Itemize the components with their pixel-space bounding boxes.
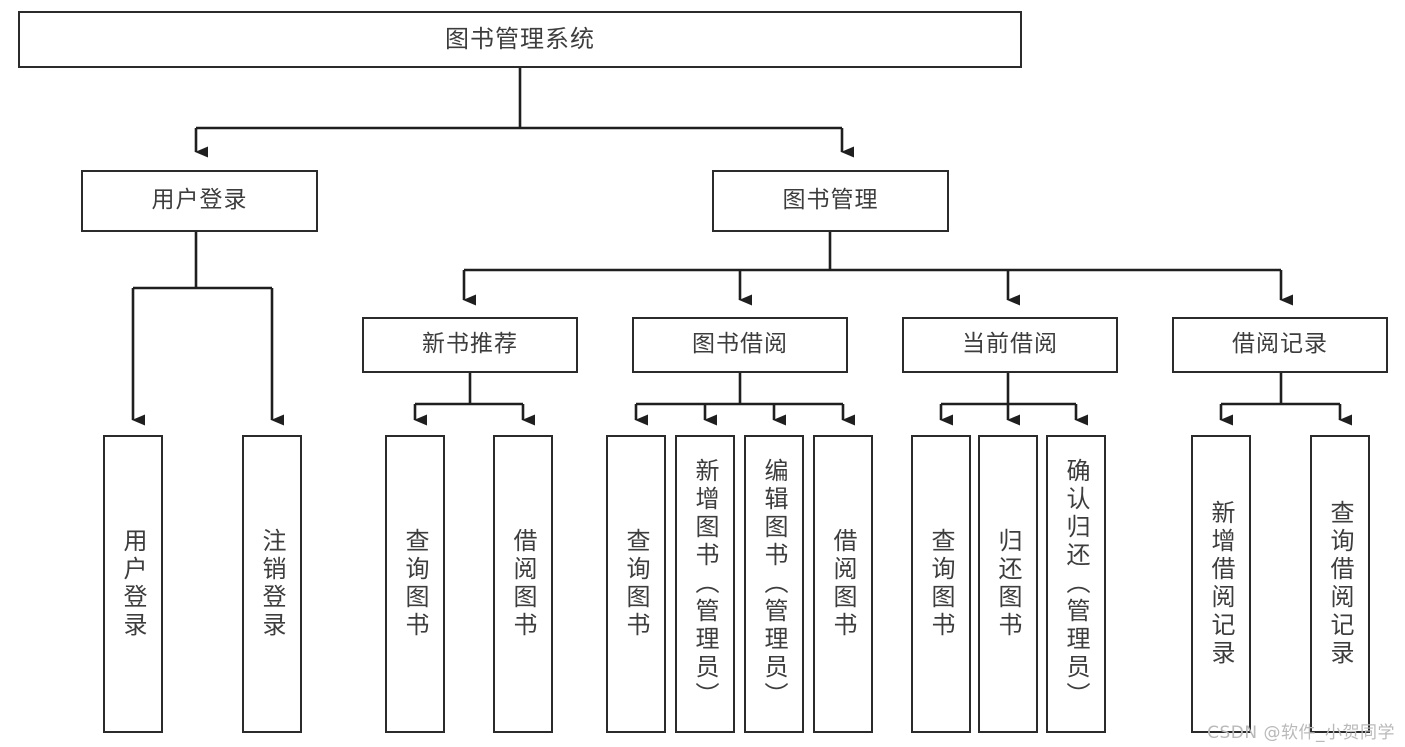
node-leaf-edit-book-admin[interactable]: 编辑图书（管理员） [744, 435, 804, 733]
node-leaf-add-borrow-record[interactable]: 新增借阅记录 [1191, 435, 1251, 733]
node-leaf-logout[interactable]: 注销登录 [242, 435, 302, 733]
node-label: 确认归还（管理员） [1062, 458, 1090, 710]
node-label: 图书管理 [782, 187, 879, 214]
node-label: 当前借阅 [962, 331, 1058, 358]
node-leaf-query-borrow-record[interactable]: 查询借阅记录 [1310, 435, 1370, 733]
node-label: 查询图书 [401, 528, 429, 640]
node-label: 图书借阅 [692, 331, 788, 358]
node-label: 借阅图书 [509, 528, 537, 640]
node-label: 图书管理系统 [445, 25, 595, 54]
node-new-book-recommendation[interactable]: 新书推荐 [362, 317, 578, 373]
node-label: 借阅记录 [1232, 331, 1328, 358]
node-label: 新增借阅记录 [1207, 500, 1235, 668]
node-book-management[interactable]: 图书管理 [712, 170, 949, 232]
node-leaf-query-book-current[interactable]: 查询图书 [911, 435, 971, 733]
node-label: 查询图书 [622, 528, 650, 640]
node-leaf-return-book[interactable]: 归还图书 [978, 435, 1038, 733]
node-label: 注销登录 [258, 528, 286, 640]
node-leaf-confirm-return-admin[interactable]: 确认归还（管理员） [1046, 435, 1106, 733]
node-label: 用户登录 [119, 528, 147, 640]
node-label: 查询图书 [927, 528, 955, 640]
node-label: 新增图书（管理员） [691, 458, 719, 710]
node-label: 用户登录 [151, 187, 248, 214]
node-label: 借阅图书 [829, 528, 857, 640]
node-user-login[interactable]: 用户登录 [81, 170, 318, 232]
node-borrow-record[interactable]: 借阅记录 [1172, 317, 1388, 373]
csdn-watermark: CSDN @软件_小贺同学 [1207, 723, 1395, 743]
node-label: 查询借阅记录 [1326, 500, 1354, 668]
node-leaf-borrow-book-recommendation[interactable]: 借阅图书 [493, 435, 553, 733]
node-leaf-borrow-book[interactable]: 借阅图书 [813, 435, 873, 733]
node-label: 编辑图书（管理员） [760, 458, 788, 710]
node-book-borrow[interactable]: 图书借阅 [632, 317, 848, 373]
node-current-borrow[interactable]: 当前借阅 [902, 317, 1118, 373]
node-leaf-query-book-recommendation[interactable]: 查询图书 [385, 435, 445, 733]
node-leaf-query-book-borrow[interactable]: 查询图书 [606, 435, 666, 733]
node-root-book-management-system[interactable]: 图书管理系统 [18, 11, 1022, 68]
node-label: 新书推荐 [422, 331, 518, 358]
node-label: 归还图书 [994, 528, 1022, 640]
node-leaf-add-book-admin[interactable]: 新增图书（管理员） [675, 435, 735, 733]
node-leaf-user-login[interactable]: 用户登录 [103, 435, 163, 733]
